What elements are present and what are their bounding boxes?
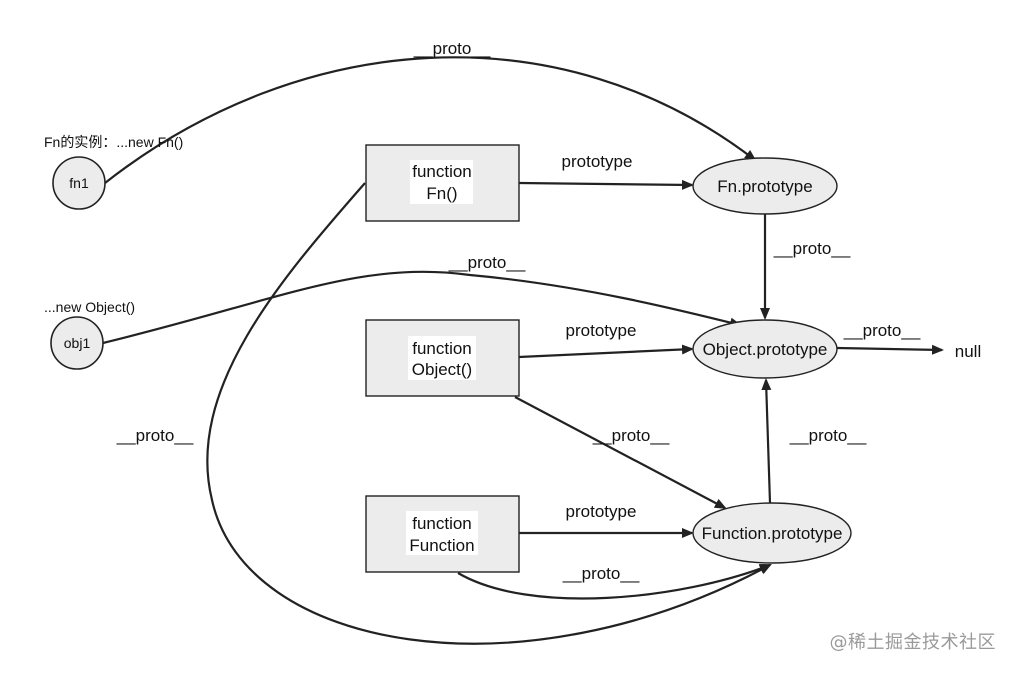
- label-proto-object-prototype: __proto__: [843, 321, 921, 340]
- edge-fn-prototype: [518, 179, 694, 190]
- node-function-function-line1: function: [412, 514, 472, 533]
- node-obj1-label: obj1: [64, 335, 91, 351]
- label-proto-obj1: __proto__: [448, 253, 526, 272]
- node-function-function-line2: Function: [409, 536, 474, 555]
- label-prototype-function: prototype: [566, 502, 637, 521]
- node-object-prototype-label: Object.prototype: [703, 340, 828, 359]
- node-function-object: function Object(): [365, 319, 520, 397]
- node-function-prototype: Function.prototype: [692, 502, 852, 564]
- edge-fn-proto-function-prototype: [206, 182, 772, 645]
- node-fn-prototype-label: Fn.prototype: [717, 177, 812, 196]
- edge-function-prototype-proto-object-prototype: [761, 378, 772, 504]
- edge-fn1-proto-fn-prototype: [104, 56, 757, 184]
- fn-instance-caption: Fn的实例：...new Fn(): [44, 134, 183, 150]
- edge-object-prototype-proto-null: [836, 344, 944, 355]
- node-function-fn: function Fn(): [365, 144, 520, 222]
- node-fn-prototype: Fn.prototype: [692, 157, 838, 215]
- label-proto-function-prototype: __proto__: [789, 426, 867, 445]
- edge-object-proto-function-prototype: [514, 396, 727, 509]
- obj-instance-caption: ...new Object(): [44, 299, 135, 315]
- node-obj1: obj1: [50, 316, 104, 370]
- label-prototype-fn: prototype: [562, 152, 633, 171]
- node-fn1-label: fn1: [69, 175, 89, 191]
- label-proto-fn1: __proto__: [413, 39, 491, 58]
- edge-obj1-proto-object-prototype: [102, 270, 742, 345]
- node-function-object-line2: Object(): [412, 360, 472, 379]
- node-object-prototype: Object.prototype: [692, 319, 838, 379]
- node-function-fn-line2: Fn(): [426, 184, 457, 203]
- label-proto-fn-loop: __proto__: [116, 426, 194, 445]
- edge-object-prototype: [518, 344, 694, 359]
- node-function-fn-line1: function: [412, 162, 472, 181]
- edge-function-proto-function-prototype: [457, 563, 772, 600]
- node-function-prototype-label: Function.prototype: [702, 524, 843, 543]
- null-label: null: [955, 342, 981, 361]
- label-proto-function: __proto__: [562, 564, 640, 583]
- node-fn1: fn1: [52, 156, 106, 210]
- label-prototype-object: prototype: [566, 321, 637, 340]
- label-proto-object-func: __proto__: [592, 426, 670, 445]
- label-proto-fn-prototype: __proto__: [773, 239, 851, 258]
- watermark: @稀土掘金技术社区: [829, 632, 996, 653]
- node-function-object-line1: function: [412, 339, 472, 358]
- node-function-function: function Function: [365, 495, 520, 573]
